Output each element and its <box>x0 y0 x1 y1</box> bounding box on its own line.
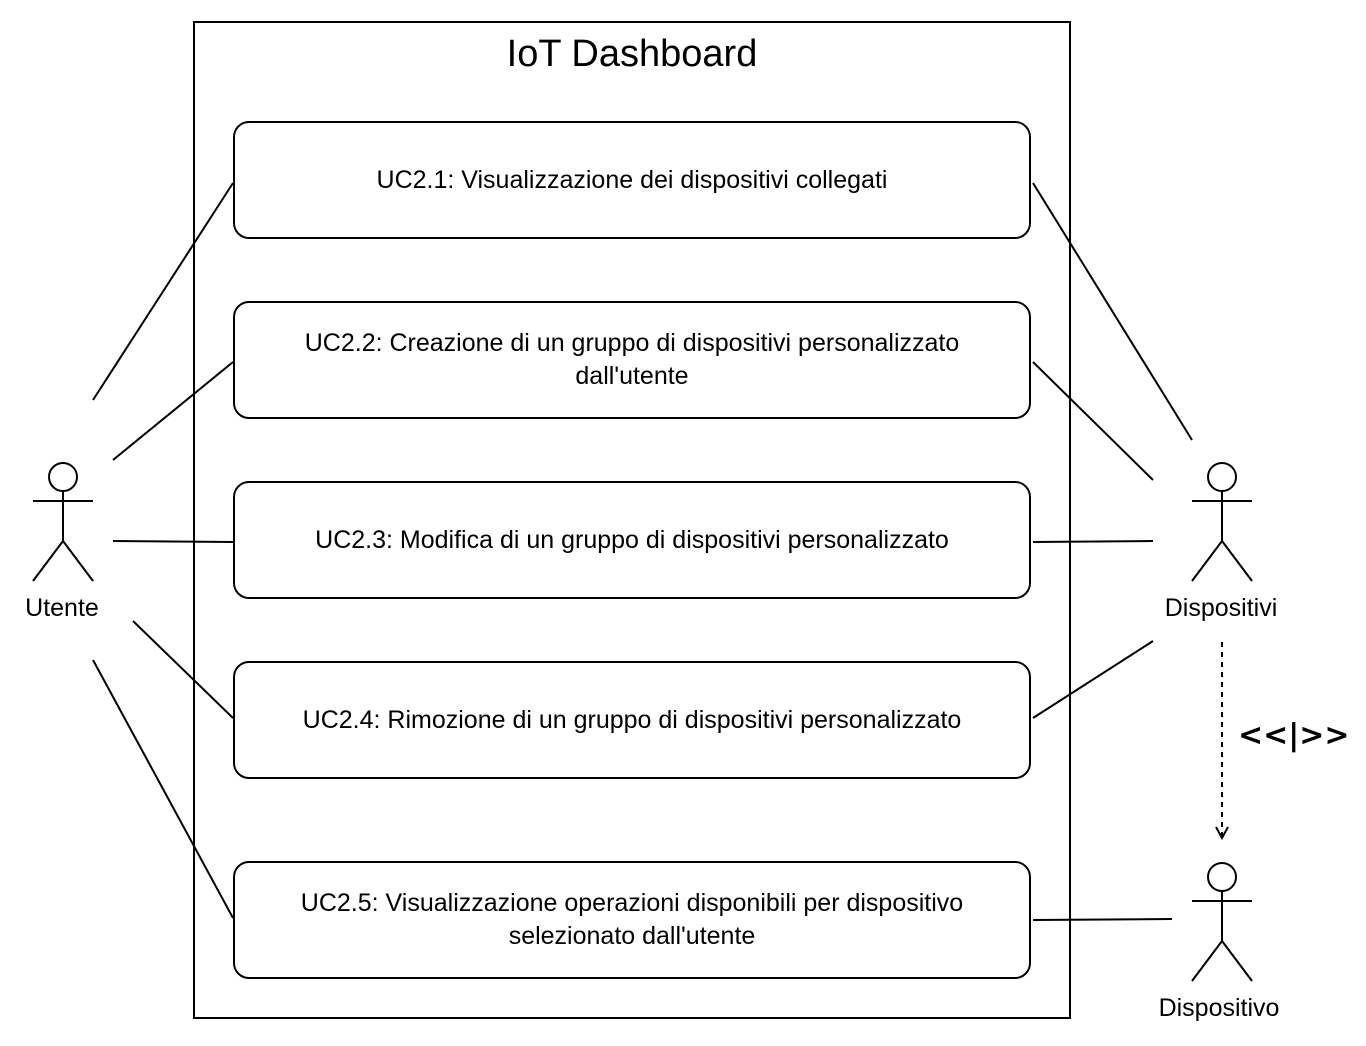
use-case-uc2-1[interactable]: UC2.1: Visualizzazione dei dispositivi c… <box>233 121 1031 239</box>
use-case-text: UC2.2: Creazione di un gruppo di disposi… <box>304 329 960 357</box>
use-case-uc2-2[interactable]: UC2.2: Creazione di un gruppo di disposi… <box>233 301 1031 419</box>
use-case-uc2-3[interactable]: UC2.3: Modifica di un gruppo di disposit… <box>233 481 1031 599</box>
assoc-dispositivi-uc21 <box>1032 182 1193 441</box>
stereotype-label: <<|>> <box>1238 718 1350 753</box>
use-case-text: selezionato dall'utente <box>508 922 756 950</box>
dispositivi-label: Dispositivi <box>1164 594 1278 622</box>
dependency-arrow <box>1215 642 1229 841</box>
system-title: IoT Dashboard <box>506 33 758 75</box>
utente-actor-icon <box>32 462 94 582</box>
assoc-utente-uc21 <box>92 182 234 401</box>
utente-label: Utente <box>25 594 99 622</box>
use-case-text: UC2.3: Modifica di un gruppo di disposit… <box>315 525 949 554</box>
assoc-dispositivi-uc23 <box>1032 540 1154 543</box>
system-boundary <box>193 21 1071 1019</box>
use-case-text: UC2.5: Visualizzazione operazioni dispon… <box>300 889 964 917</box>
dispositivo-label: Dispositivo <box>1158 994 1280 1022</box>
dispositivo-actor-icon <box>1191 862 1253 982</box>
assoc-utente-uc25 <box>92 659 234 919</box>
dispositivi-actor-icon <box>1191 462 1253 582</box>
assoc-dispositivo-uc25 <box>1032 918 1173 921</box>
use-case-text: UC2.1: Visualizzazione dei dispositivi c… <box>376 165 888 194</box>
assoc-utente-uc23 <box>112 540 234 543</box>
use-case-text: dall'utente <box>575 362 689 390</box>
assoc-dispositivi-uc22 <box>1032 361 1154 481</box>
assoc-utente-uc24 <box>132 620 234 719</box>
use-case-uc2-5[interactable]: UC2.5: Visualizzazione operazioni dispon… <box>233 861 1031 979</box>
assoc-utente-uc22 <box>112 361 234 461</box>
use-case-uc2-4[interactable]: UC2.4: Rimozione di un gruppo di disposi… <box>233 661 1031 779</box>
assoc-dispositivi-uc24 <box>1032 640 1154 719</box>
use-case-text: UC2.4: Rimozione di un gruppo di disposi… <box>302 705 962 734</box>
